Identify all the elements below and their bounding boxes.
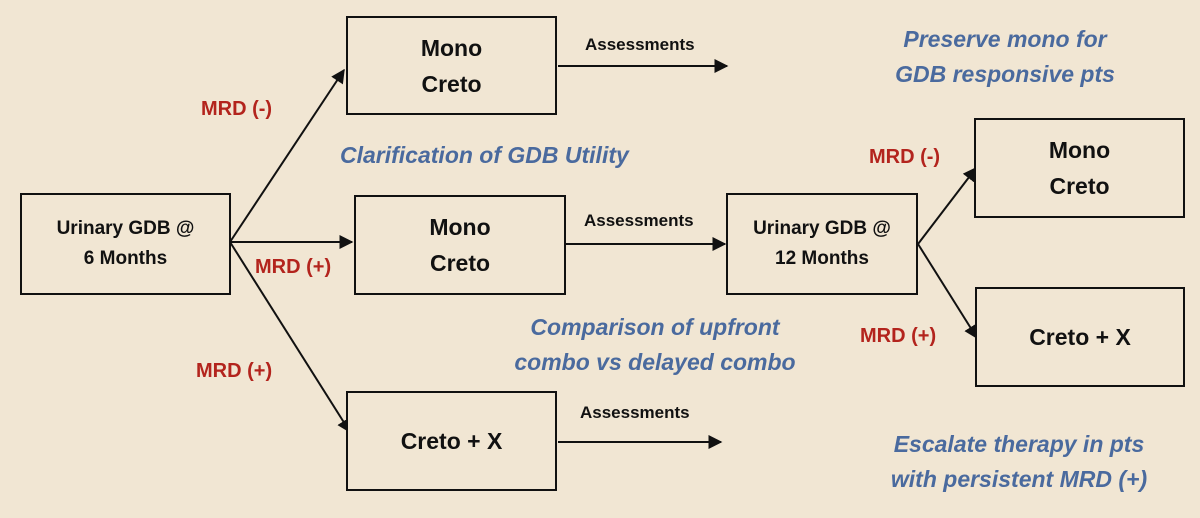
box-line-1: Mono [429, 214, 491, 240]
mono-creto-right-box: Mono Creto [974, 118, 1185, 218]
creto-x-bottom-box: Creto + X [346, 391, 557, 491]
mrd-negative-label: MRD (-) [869, 146, 941, 168]
note-line-2: combo vs delayed combo [514, 349, 796, 375]
creto-x-right-box: Creto + X [975, 287, 1185, 387]
note-line-1: Comparison of upfront [530, 314, 780, 340]
box-line-1: Mono [1048, 137, 1111, 163]
arrow-gdb12-to-creto-x-right [917, 243, 978, 340]
preserve-mono-note: Preserve mono for GDB responsive pts [880, 22, 1130, 92]
urinary-gdb-6-months-box: Urinary GDB @ 6 Months [20, 193, 231, 295]
box-line-2: 12 Months [775, 248, 869, 269]
box-line-2: Creto [421, 70, 482, 97]
mrd-positive-label: MRD (+) [860, 325, 937, 347]
mrd-negative-label: MRD (-) [201, 98, 273, 120]
box-line-2: Creto [429, 250, 491, 276]
note-line-2: with persistent MRD (+) [890, 466, 1148, 492]
assessments-label: Assessments [585, 35, 695, 54]
box-label: Creto + X [400, 428, 503, 454]
box-line-1: Mono [420, 34, 483, 61]
comparison-note: Comparison of upfront combo vs delayed c… [495, 310, 815, 380]
assessments-label: Assessments [580, 403, 690, 422]
escalate-note: Escalate therapy in pts with persistent … [866, 427, 1172, 497]
note-line-1: Escalate therapy in pts [893, 431, 1145, 457]
mrd-positive-label: MRD (+) [196, 360, 273, 382]
note-line-1: Preserve mono for [903, 26, 1107, 52]
mono-creto-top-box: Mono Creto [346, 16, 557, 115]
box-line-2: 6 Months [83, 248, 168, 269]
mrd-positive-label: MRD (+) [255, 256, 332, 278]
box-label: Creto + X [1029, 324, 1131, 350]
clarification-note: Clarification of GDB Utility [340, 142, 629, 168]
box-line-1: Urinary GDB @ [753, 218, 891, 239]
note-line-2: GDB responsive pts [895, 61, 1115, 87]
box-line-1: Urinary GDB @ [56, 218, 195, 239]
box-line-2: Creto [1049, 173, 1110, 199]
arrow-start-to-creto-x [229, 241, 351, 434]
urinary-gdb-12-months-box: Urinary GDB @ 12 Months [726, 193, 918, 295]
arrow-start-to-mono-top [229, 68, 345, 243]
mono-creto-middle-box: Mono Creto [354, 195, 566, 295]
assessments-label: Assessments [584, 211, 694, 230]
arrow-gdb12-to-mono-right [917, 166, 977, 245]
